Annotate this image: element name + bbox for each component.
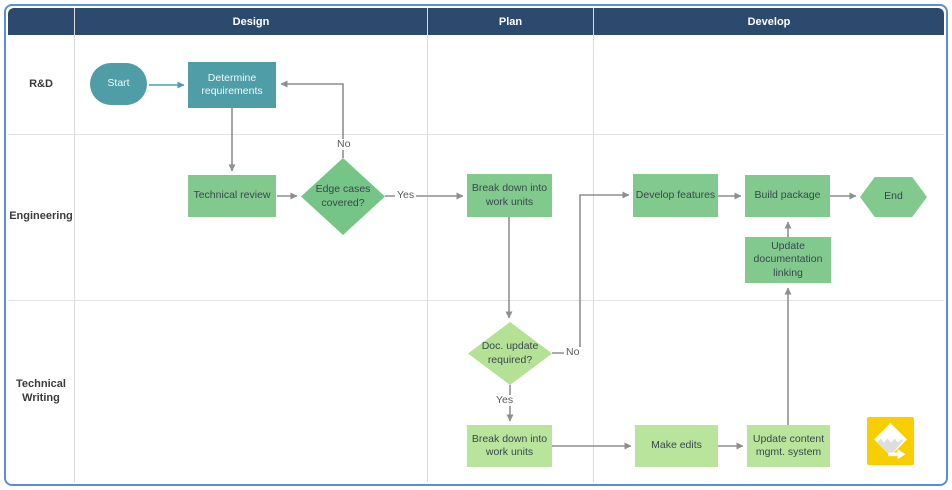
- lane-label-engineering: Engineering: [9, 210, 73, 223]
- edge-label-no: No: [335, 138, 353, 150]
- edge-label-yes: Yes: [494, 394, 516, 406]
- node-determine-requirements: Determine requirements: [188, 62, 276, 108]
- column-divider: [74, 8, 75, 482]
- phase-header-plan: Plan: [428, 8, 593, 35]
- header-corner-cell: [8, 8, 74, 35]
- node-build-package: Build package: [745, 175, 830, 217]
- lucid-watermark-icon[interactable]: [867, 417, 914, 465]
- node-update-content-mgmt-system: Update content mgmt. system: [747, 425, 830, 467]
- column-divider: [427, 8, 428, 482]
- lane-divider: [8, 134, 944, 135]
- phase-header-develop: Develop: [594, 8, 944, 35]
- lane-label-technical-writing: Technical Writing: [16, 377, 66, 404]
- lane-label-rnd: R&D: [29, 77, 53, 90]
- node-develop-features: Develop features: [633, 174, 718, 217]
- node-end: End: [860, 177, 927, 217]
- edge-label-yes: Yes: [395, 189, 417, 201]
- node-break-down-work-units-tw: Break down into work units: [467, 425, 552, 467]
- node-start: Start: [90, 63, 147, 105]
- node-make-edits: Make edits: [635, 425, 718, 467]
- edge-label-no: No: [564, 346, 582, 358]
- node-technical-review: Technical review: [188, 175, 276, 217]
- node-break-down-work-units-eng: Break down into work units: [467, 174, 552, 217]
- phase-header-design: Design: [75, 8, 427, 35]
- lane-divider: [8, 300, 944, 301]
- column-divider: [593, 8, 594, 482]
- node-update-documentation-linking: Update documentation linking: [745, 237, 831, 283]
